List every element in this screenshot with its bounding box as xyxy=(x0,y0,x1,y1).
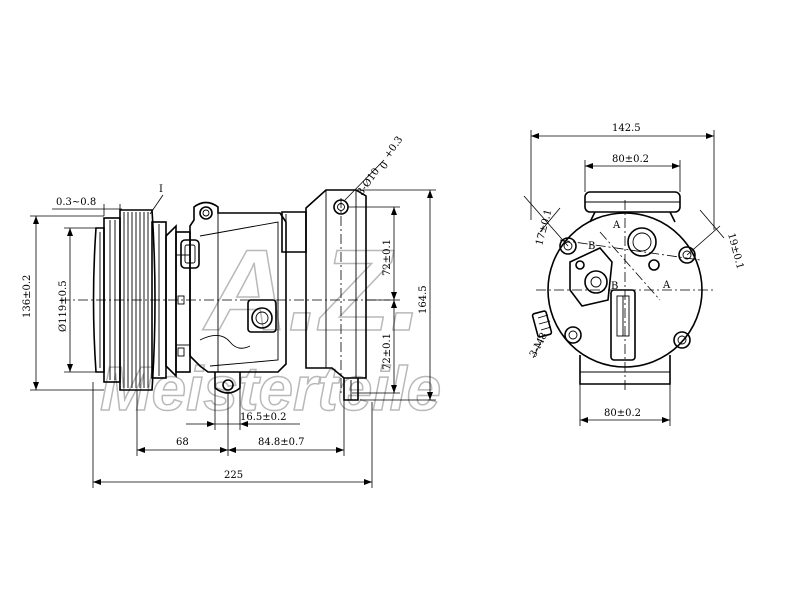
label-a-top: A xyxy=(612,220,621,231)
dim-225: 225 xyxy=(224,470,243,481)
port-plate xyxy=(569,227,660,307)
dim-mount-tol-zero: 0 xyxy=(378,160,391,172)
dim-68: 68 xyxy=(176,437,189,448)
dim-clutch-gap: 0.3~0.8 xyxy=(56,197,96,208)
dim-mount-holes: 3-Ø10 xyxy=(355,166,382,197)
side-view: 0.3~0.8 I 136±0.2 Ø119±0.5 3-Ø10 +0.3 0 xyxy=(22,135,436,488)
label-a-bottom: A xyxy=(662,280,671,291)
dim-80-bottom: 80±0.2 xyxy=(604,408,641,419)
label-b-left: B xyxy=(588,241,595,252)
watermark: A.Z. Meisterteile xyxy=(99,226,442,425)
dim-mount-tol-plus: +0.3 xyxy=(382,135,405,161)
dim-overall-height: 164.5 xyxy=(418,285,429,314)
end-ab-line-2 xyxy=(599,231,661,301)
watermark-logo-text: A.Z. xyxy=(202,227,422,355)
dim-136: 136±0.2 xyxy=(22,275,33,318)
end-dimensions: 142.5 80±0.2 80±0.2 17±0.1 19±0.1 xyxy=(523,123,745,426)
dim-upper-72: 72±0.1 xyxy=(382,239,393,276)
rear-head xyxy=(305,189,367,401)
end-ab-line-1 xyxy=(559,239,701,261)
end-view: A A B B 142.5 80±0.2 80±0.2 xyxy=(523,123,745,426)
bottom-connector xyxy=(610,289,636,361)
dim-thread: 3-M8 xyxy=(528,331,550,359)
label-b-center: B xyxy=(611,281,618,292)
detail-mark-i: I xyxy=(159,184,163,195)
top-mount xyxy=(584,191,681,223)
mounting-holes xyxy=(559,237,696,349)
dim-pulley-diameter: Ø119±0.5 xyxy=(58,280,69,332)
dim-lower-72: 72±0.1 xyxy=(382,333,393,370)
left-fitting xyxy=(531,310,553,338)
dim-19: 19±0.1 xyxy=(725,232,745,271)
dim-142-5: 142.5 xyxy=(612,123,641,134)
dim-16-5: 16.5±0.2 xyxy=(240,412,287,423)
watermark-brand-text: Meisterteile xyxy=(100,355,441,424)
dim-84-8: 84.8±0.7 xyxy=(258,437,305,448)
dim-80-top: 80±0.2 xyxy=(612,154,649,165)
